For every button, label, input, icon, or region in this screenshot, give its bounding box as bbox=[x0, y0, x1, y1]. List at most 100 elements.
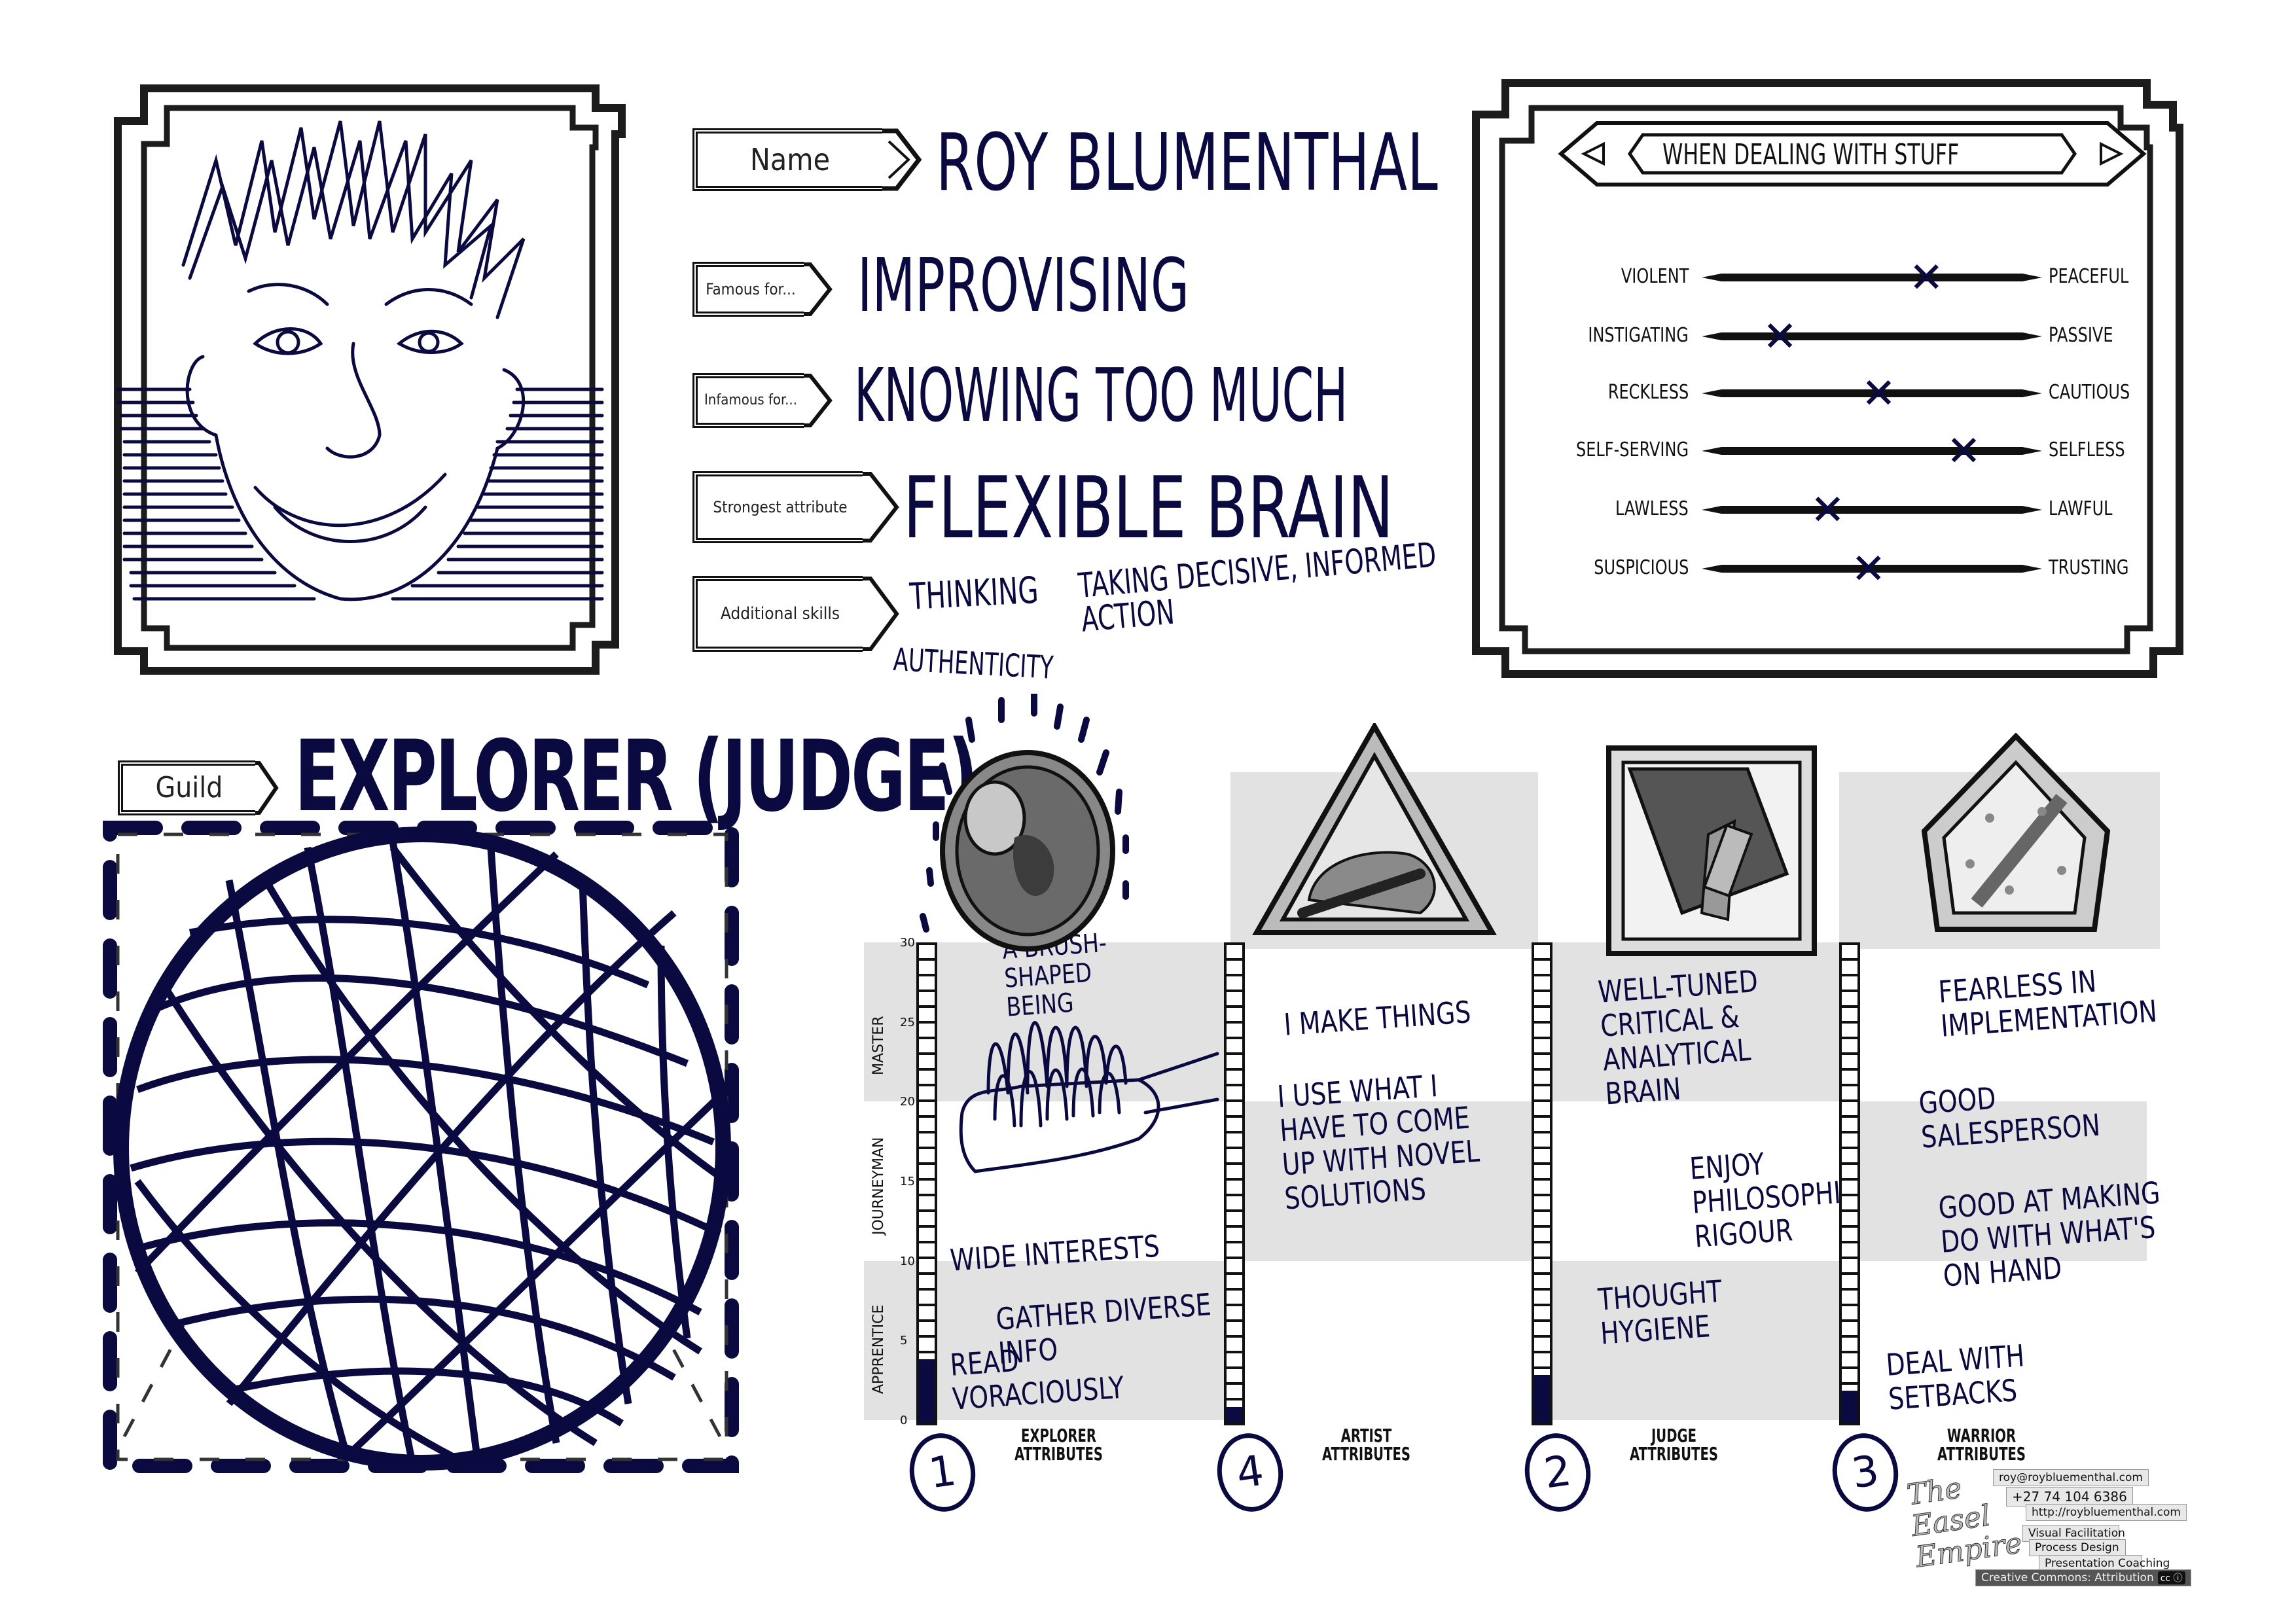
email-link[interactable]: roy@roybluementhal.com bbox=[1993, 1469, 2149, 1486]
level-label: Apprentice bbox=[870, 1304, 887, 1394]
scale-tick: 20 bbox=[900, 1095, 915, 1109]
slider-track[interactable] bbox=[1702, 332, 2042, 341]
website-link[interactable]: http://roybluementhal.com bbox=[2026, 1504, 2187, 1521]
slider-row: Suspicious ✕ Trusting bbox=[1551, 545, 2140, 594]
slider-x-marker[interactable]: ✕ bbox=[1810, 486, 1846, 535]
famous-tag: Famous for... bbox=[692, 262, 833, 317]
brush-drawing-icon bbox=[959, 1021, 1219, 1173]
slider-track[interactable] bbox=[1702, 564, 2042, 573]
slider-x-marker[interactable]: ✕ bbox=[1946, 427, 1982, 476]
arrow-tip-icon bbox=[804, 262, 833, 316]
warrior-attributes-label: Warrior attributes bbox=[1937, 1425, 2026, 1465]
shield-sword-icon bbox=[1921, 733, 2111, 932]
slider-left-label: Self-serving bbox=[1575, 438, 1689, 461]
slider-row: Violent ✕ Peaceful bbox=[1551, 254, 2140, 302]
attribute-note: Good at making do with what's on hand bbox=[1937, 1175, 2162, 1294]
skills-label: Additional skills bbox=[692, 576, 863, 652]
explorer-score: 1 bbox=[905, 1429, 980, 1516]
arrow-tip-icon bbox=[863, 472, 899, 543]
level-label: Journeyman bbox=[870, 1137, 887, 1235]
slider-track[interactable] bbox=[1702, 505, 2042, 514]
dealing-title: When dealing with stuff bbox=[1662, 138, 1960, 171]
slider-row: Self-serving ✕ Selfless bbox=[1551, 427, 2140, 476]
scale-tick: 25 bbox=[900, 1015, 915, 1029]
slider-right-label: Peaceful bbox=[2049, 265, 2129, 288]
scale-tick: 10 bbox=[900, 1254, 915, 1268]
slider-left-label: Reckless bbox=[1607, 381, 1689, 404]
level-band bbox=[1532, 1260, 1839, 1420]
dealing-panel: When dealing with stuff bbox=[1466, 75, 2186, 694]
artist-attributes-label: Artist attributes bbox=[1322, 1425, 1410, 1465]
slider-left-label: Lawless bbox=[1615, 497, 1689, 520]
warrior-scale-bar bbox=[1839, 942, 1860, 1425]
scale-tick: 15 bbox=[900, 1175, 915, 1188]
palette-brush-icon bbox=[1252, 723, 1497, 935]
service-item: Presentation Coaching bbox=[2039, 1555, 2170, 1572]
infamous-label: Infamous for... bbox=[692, 373, 804, 428]
slider-right-label: Trusting bbox=[2049, 556, 2129, 579]
warrior-score: 3 bbox=[1827, 1429, 1903, 1516]
arrow-tip-icon bbox=[255, 761, 279, 815]
scale-fill bbox=[919, 1359, 935, 1423]
portrait-frame bbox=[105, 82, 635, 690]
arrow-tip-icon bbox=[804, 374, 833, 427]
slider-track[interactable] bbox=[1702, 446, 2042, 455]
skills-tag: Additional skills bbox=[692, 576, 899, 652]
attribute-note: Deal with setbacks bbox=[1884, 1338, 2026, 1417]
slider-row: Lawless ✕ Lawful bbox=[1551, 486, 2140, 535]
compass-map-icon bbox=[920, 694, 1129, 952]
judge-attributes-label: Judge attributes bbox=[1630, 1425, 1718, 1465]
famous-label: Famous for... bbox=[692, 262, 804, 317]
name-value: Roy Blumenthal bbox=[936, 118, 1438, 209]
skill-item: Thinking bbox=[908, 569, 1040, 618]
slider-x-marker[interactable]: ✕ bbox=[1762, 313, 1798, 361]
infamous-value: Knowing too much bbox=[854, 353, 1348, 438]
slider-left-label: Violent bbox=[1621, 265, 1689, 288]
infamous-tag: Infamous for... bbox=[692, 373, 833, 428]
attribute-note: Fearless in implementation bbox=[1937, 963, 2159, 1044]
strongest-tag: Strongest attribute bbox=[692, 471, 899, 543]
slider-right-label: Cautious bbox=[2049, 381, 2130, 404]
attribute-note: I use what I have to come up with novel … bbox=[1276, 1067, 1481, 1217]
slider-row: Reckless ✕ Cautious bbox=[1551, 370, 2140, 418]
slider-track[interactable] bbox=[1702, 273, 2042, 282]
ornate-frame-icon bbox=[1472, 79, 2183, 678]
artist-scale-bar bbox=[1224, 942, 1245, 1425]
cc-by-icon: cc ⓘ bbox=[2157, 1571, 2185, 1584]
guild-tag: Guild bbox=[118, 760, 279, 815]
slider-right-label: Passive bbox=[2049, 324, 2113, 347]
explorer-attributes-label: Explorer attributes bbox=[1014, 1425, 1103, 1465]
attribute-note: Well-tuned critical & analytical brain bbox=[1596, 963, 1759, 1112]
strongest-label: Strongest attribute bbox=[692, 471, 863, 543]
ball-of-yarn-icon bbox=[103, 821, 739, 1473]
ornate-frame-icon bbox=[114, 84, 626, 675]
level-band bbox=[1224, 1101, 1532, 1261]
slider-row: Instigating ✕ Passive bbox=[1551, 313, 2140, 361]
slider-x-marker[interactable]: ✕ bbox=[1861, 370, 1897, 418]
level-label: Master bbox=[870, 1016, 887, 1076]
slider-x-marker[interactable]: ✕ bbox=[1850, 545, 1886, 594]
slider-right-label: Lawful bbox=[2049, 497, 2113, 520]
judge-scale-bar bbox=[1532, 942, 1552, 1425]
caricature-portrait bbox=[116, 120, 604, 601]
slider-track[interactable] bbox=[1702, 389, 2042, 398]
strongest-value: Flexible brain bbox=[903, 458, 1394, 558]
scale-fill bbox=[1842, 1391, 1857, 1423]
footer-logo: The Easel Empire roy@roybluementhal.com … bbox=[1905, 1466, 2191, 1597]
title-banner-icon bbox=[1558, 121, 2147, 187]
scale-fill bbox=[1227, 1406, 1242, 1423]
arrow-tip-icon bbox=[863, 577, 899, 651]
slider-right-label: Selfless bbox=[2049, 438, 2125, 461]
skill-item: Authenticity bbox=[892, 641, 1054, 687]
scale-fill bbox=[1534, 1375, 1550, 1423]
judge-score: 2 bbox=[1520, 1429, 1596, 1516]
slider-left-label: Suspicious bbox=[1593, 556, 1689, 579]
attribute-note: I make things bbox=[1282, 994, 1472, 1043]
name-label: Name bbox=[692, 128, 882, 191]
scale-tick: 5 bbox=[900, 1334, 908, 1348]
slider-x-marker[interactable]: ✕ bbox=[1909, 254, 1944, 302]
phone-number: +27 74 104 6386 bbox=[2006, 1487, 2133, 1507]
scale-tick: 0 bbox=[900, 1414, 908, 1427]
license-label: Creative Commons: Attribution bbox=[1981, 1571, 2154, 1584]
guild-value: Explorer (Judge) bbox=[295, 720, 978, 834]
